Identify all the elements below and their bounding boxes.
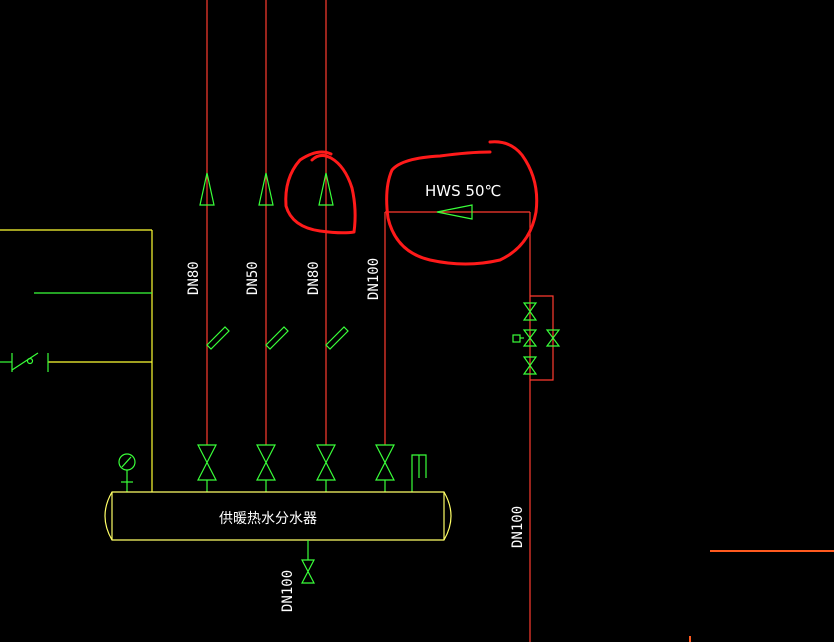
thermometer-icon — [411, 454, 427, 492]
pipe-2-size-label: DN50 — [245, 261, 261, 295]
switch-icon — [0, 352, 49, 372]
flow-arrow-icon — [199, 172, 215, 206]
gate-valve-icon — [256, 444, 276, 492]
bypass-valve-group — [512, 295, 561, 381]
gate-valve-icon — [522, 302, 538, 321]
gate-valve-icon — [316, 444, 336, 492]
drain-valve — [301, 540, 315, 584]
header-label: 供暖热水分水器 — [219, 511, 317, 527]
flow-arrow-icon — [436, 204, 473, 220]
flow-arrows — [199, 172, 473, 220]
drain-size-label: DN100 — [280, 570, 296, 612]
orange-lines — [689, 550, 834, 642]
gate-valve-icon — [197, 444, 217, 492]
pipe-break-symbols — [206, 326, 349, 350]
pipe-3-size-label: DN80 — [306, 261, 322, 295]
pipe-4-size-label: DN100 — [366, 258, 382, 300]
hws-label: HWS 50℃ — [425, 182, 501, 200]
gate-valve-icon — [522, 329, 538, 347]
supply-pipes — [206, 0, 531, 642]
markup-circle-arrow — [284, 150, 357, 235]
manifold-header — [104, 491, 452, 541]
flow-arrow-icon — [258, 172, 274, 206]
pipe-1-size-label: DN80 — [186, 261, 202, 295]
pressure-gauge-icon — [118, 453, 136, 492]
left-panel-frame — [0, 229, 153, 492]
markup-circle-hws — [385, 140, 539, 266]
pipe-break-icon — [325, 326, 349, 350]
gate-valve-icon — [545, 329, 561, 347]
riser-size-label: DN100 — [510, 506, 526, 548]
flow-arrow-icon — [318, 172, 334, 206]
pipe-break-icon — [206, 326, 230, 350]
gate-valve-icon — [522, 356, 538, 375]
markup-annotations — [284, 140, 539, 266]
pipe-break-icon — [265, 326, 289, 350]
gate-valve-icon — [301, 559, 315, 584]
gate-valve-icon — [375, 444, 395, 492]
branch-valves — [197, 444, 395, 492]
